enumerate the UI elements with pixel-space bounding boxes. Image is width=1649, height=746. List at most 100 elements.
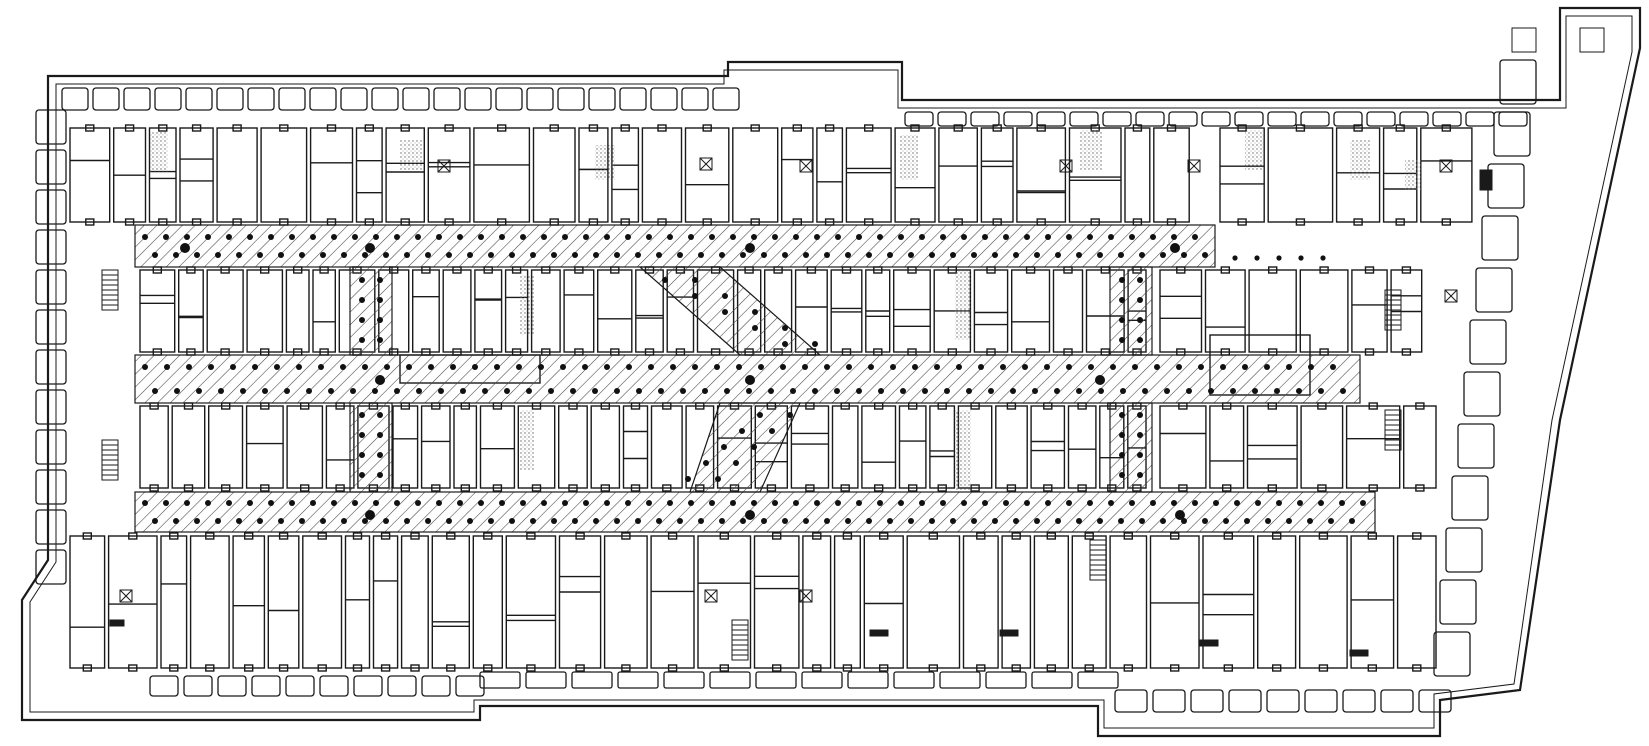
column-dot (887, 252, 893, 258)
column-dot (583, 234, 589, 240)
column-dot (950, 518, 956, 524)
perimeter-bay (479, 671, 521, 689)
room (1071, 535, 1107, 669)
column-dot (394, 388, 400, 394)
column-dot (1045, 500, 1051, 506)
perimeter-bay (1418, 689, 1452, 713)
column-dot (257, 518, 263, 524)
column-dot (900, 388, 906, 394)
room (563, 269, 595, 353)
pilaster (842, 664, 853, 672)
column-dot (719, 518, 725, 524)
column-dot (929, 252, 935, 258)
column-dot (1024, 234, 1030, 240)
column-dot (1164, 388, 1170, 394)
column-dot (877, 500, 883, 506)
column-dot (677, 518, 683, 524)
column-dot (1223, 518, 1229, 524)
room (1052, 269, 1084, 353)
pilaster (908, 484, 918, 492)
pilaster (1367, 532, 1378, 540)
column-dot (988, 388, 994, 394)
pilaster (1169, 532, 1180, 540)
column-dot (340, 364, 346, 370)
pilaster (400, 124, 410, 132)
shaft-box (799, 589, 813, 603)
pilaster (483, 532, 493, 540)
room (1033, 535, 1070, 669)
perimeter-bay (1201, 111, 1231, 127)
column-dot (761, 518, 767, 524)
pilaster (444, 124, 454, 132)
pilaster (657, 124, 667, 132)
column-dot (1276, 500, 1282, 506)
room (532, 127, 576, 223)
room (1300, 405, 1344, 489)
perimeter-bay (526, 87, 554, 111)
column-dot (504, 388, 510, 394)
column-dot (359, 452, 365, 458)
perimeter-bay (35, 469, 67, 505)
pilaster (750, 124, 760, 132)
pilaster (1353, 124, 1363, 132)
stippled-area (150, 132, 168, 172)
room (1124, 127, 1151, 223)
perimeter-bay (35, 149, 67, 185)
wall-mass (1199, 639, 1219, 647)
pilaster (970, 484, 980, 492)
stippled-areas (150, 130, 1421, 490)
column-dot (746, 388, 752, 394)
perimeter-bay (455, 675, 485, 697)
column-dot (758, 364, 764, 370)
column-dot (359, 472, 365, 478)
column-dot (478, 500, 484, 506)
pilaster (128, 532, 138, 540)
column-dot (428, 364, 434, 370)
perimeter-bay (939, 671, 981, 689)
room (894, 127, 936, 223)
pilaster (1036, 124, 1046, 132)
column-dot (383, 518, 389, 524)
pilaster (526, 532, 536, 540)
column-dot (646, 234, 652, 240)
column-dot (377, 472, 383, 478)
pilaster (1267, 484, 1278, 492)
column-dot-large (375, 375, 385, 385)
column-dot (299, 518, 305, 524)
pilaster (1132, 124, 1143, 132)
perimeter-bay (1031, 671, 1073, 689)
column-dot (1076, 518, 1082, 524)
perimeter-bay (1003, 111, 1033, 127)
pilaster (1178, 484, 1188, 492)
perimeter-bay (1433, 631, 1471, 677)
column-dot (688, 234, 694, 240)
perimeter-bay (216, 87, 244, 111)
perimeter-bay (149, 675, 179, 697)
room (1219, 127, 1265, 223)
perimeter-bay (1152, 689, 1186, 713)
column-dot (715, 476, 721, 482)
pilaster (364, 124, 374, 132)
column-dot (1160, 518, 1166, 524)
perimeter-bay (1102, 111, 1132, 127)
column-dot (814, 500, 820, 506)
perimeter-bay (123, 87, 151, 111)
column-dot (966, 388, 972, 394)
room (929, 405, 956, 489)
column-dot (614, 252, 620, 258)
perimeter-bay (1114, 689, 1148, 713)
room (260, 127, 308, 223)
perimeter-bay (1190, 689, 1224, 713)
room (392, 405, 419, 489)
column-dot (1150, 500, 1156, 506)
pilaster (719, 532, 729, 540)
column-dot (406, 364, 412, 370)
perimeter-bay (154, 87, 182, 111)
pilaster (483, 664, 493, 672)
perimeter-bay (1463, 371, 1501, 417)
pilaster (326, 124, 337, 132)
column-dot (1024, 500, 1030, 506)
room (474, 269, 503, 353)
column-dot (1118, 518, 1124, 524)
room (1298, 535, 1348, 669)
